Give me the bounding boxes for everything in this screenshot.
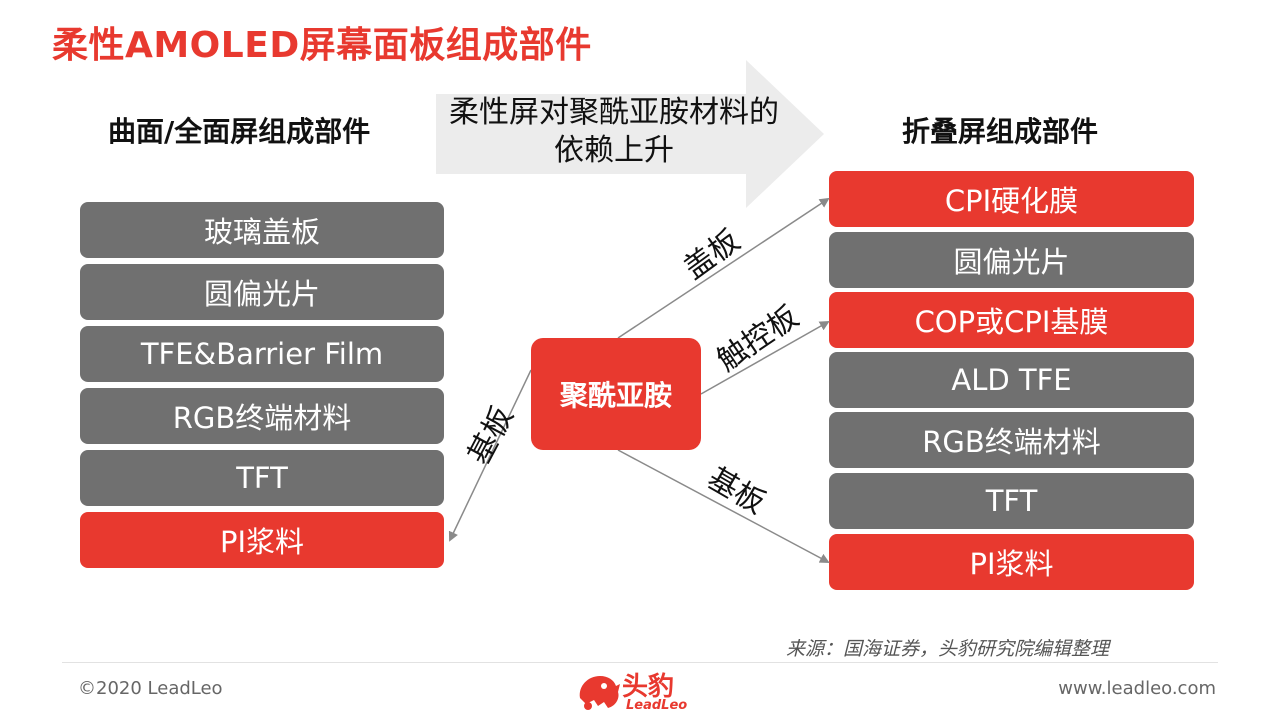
left-item-rgb-material: RGB终端材料 — [80, 388, 444, 444]
footer-copyright: ©2020 LeadLeo — [78, 678, 223, 699]
big-arrow-text: 柔性屏对聚酰亚胺材料的 依赖上升 — [436, 94, 792, 170]
right-item-cop-cpi-film: COP或CPI基膜 — [829, 292, 1194, 348]
big-arrow-text-line1: 柔性屏对聚酰亚胺材料的 — [449, 95, 779, 130]
left-column-heading: 曲面/全面屏组成部件 — [108, 115, 371, 148]
footer-divider — [62, 662, 1218, 663]
left-item-tfe-barrier: TFE&Barrier Film — [80, 326, 444, 382]
logo-text-en: LeadLeo — [626, 698, 688, 713]
right-item-pi-slurry: PI浆料 — [829, 534, 1194, 590]
left-item-tft: TFT — [80, 450, 444, 506]
big-arrow-shape — [436, 60, 824, 208]
logo-text-cn: 头豹 — [622, 672, 675, 702]
left-item-polarizer: 圆偏光片 — [80, 264, 444, 320]
right-item-tft: TFT — [829, 473, 1194, 529]
edge-label-cover: 盖板 — [677, 223, 747, 287]
right-item-ald-tfe: ALD TFE — [829, 352, 1194, 408]
footer-website: www.leadleo.com — [1058, 678, 1216, 699]
right-item-polarizer: 圆偏光片 — [829, 232, 1194, 288]
right-item-cpi-hard-film: CPI硬化膜 — [829, 171, 1194, 227]
edge-label-left-substrate: 基板 — [461, 400, 521, 471]
footer-logo: 头豹 LeadLeo — [574, 664, 704, 718]
left-item-glass-cover: 玻璃盖板 — [80, 202, 444, 258]
source-note: 来源：国海证券，头豹研究院编辑整理 — [786, 638, 1110, 660]
right-item-rgb-material: RGB终端材料 — [829, 412, 1194, 468]
page-title: 柔性AMOLED屏幕面板组成部件 — [52, 25, 592, 66]
edge-label-touch: 触控板 — [710, 299, 806, 379]
big-arrow-text-line2: 依赖上升 — [554, 133, 674, 168]
logo-leopard-icon — [579, 676, 620, 710]
right-column-heading: 折叠屏组成部件 — [902, 115, 1099, 148]
left-item-pi-slurry: PI浆料 — [80, 512, 444, 568]
center-polyimide-box: 聚酰亚胺 — [531, 338, 701, 450]
edge-label-right-substrate: 基板 — [701, 460, 771, 522]
